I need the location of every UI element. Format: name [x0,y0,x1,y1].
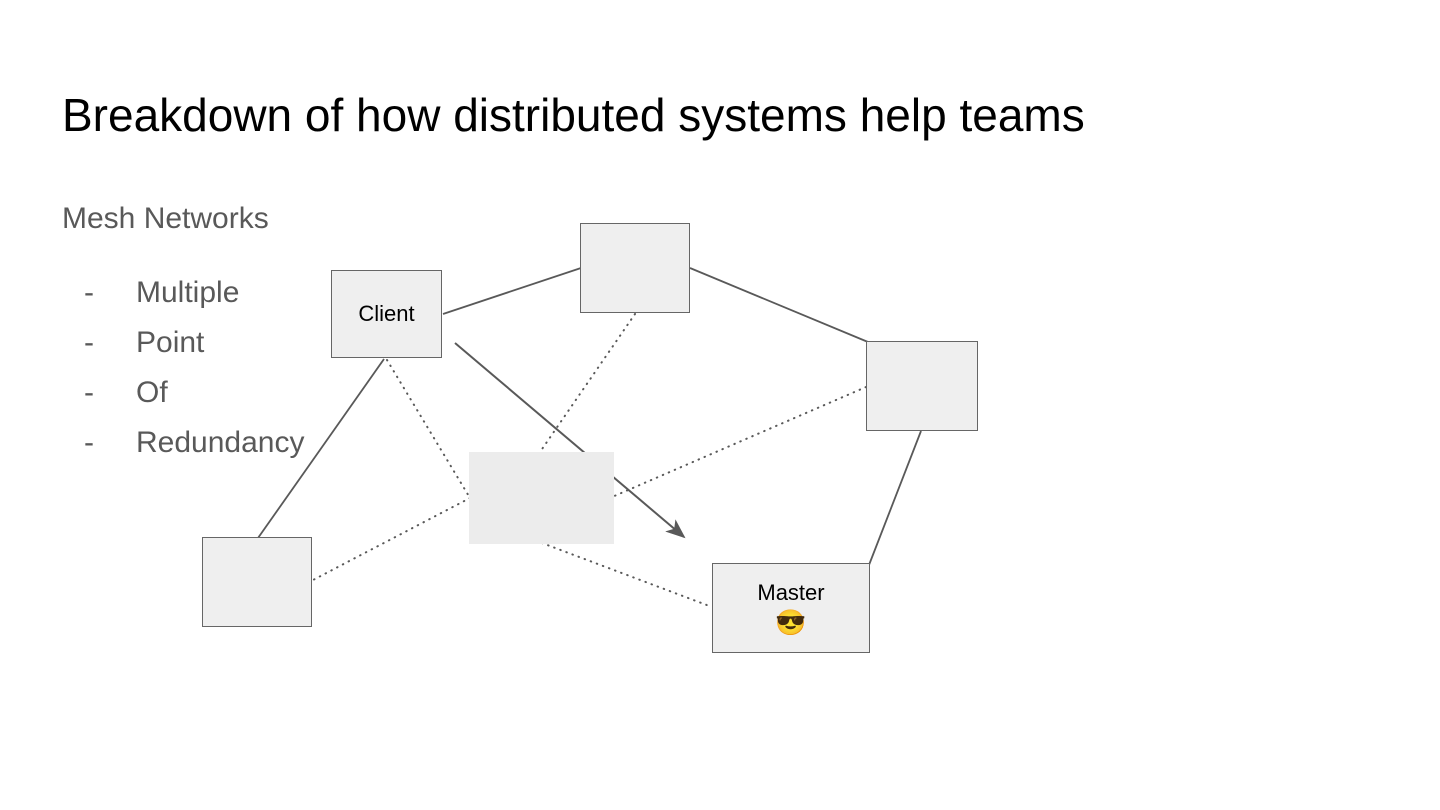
edge-client-center-dotted [386,359,471,499]
node-client[interactable]: Client [331,270,442,358]
edge-right-center-dotted [611,386,867,498]
edge-client-master-arrow [454,342,686,539]
node-client-label: Client [358,301,415,326]
list-item: - Multiple [84,268,414,318]
sunglasses-face-icon: 😎 [775,608,807,637]
section-subtitle: Mesh Networks [62,202,269,235]
node-master[interactable]: Master 😎 [712,563,870,653]
node-center[interactable] [469,452,614,544]
bullet-text: Multiple [136,276,240,309]
edge-right-master [868,430,922,566]
edge-top-right [689,267,869,343]
bullet-marker: - [84,326,94,359]
node-right[interactable] [866,341,978,431]
edge-center-master-dotted [541,542,713,608]
list-item: - Of [84,368,414,418]
bullet-list: - Multiple - Point - Of - Redundancy [84,268,414,468]
list-item: - Point [84,318,414,368]
edge-client-top [442,267,582,315]
node-master-label: Master [757,579,825,605]
bullet-marker: - [84,426,94,459]
page-title: Breakdown of how distributed systems hel… [62,89,1085,141]
bullet-text: Of [136,376,168,409]
node-left[interactable] [202,537,312,627]
bullet-marker: - [84,276,94,309]
bullet-text: Redundancy [136,426,305,459]
edge-center-left-dotted [312,497,471,581]
list-item: - Redundancy [84,418,414,468]
bullet-text: Point [136,326,205,359]
bullet-marker: - [84,376,94,409]
edge-client-left [257,358,385,539]
node-top[interactable] [580,223,690,313]
edge-top-center-dotted [539,313,636,453]
